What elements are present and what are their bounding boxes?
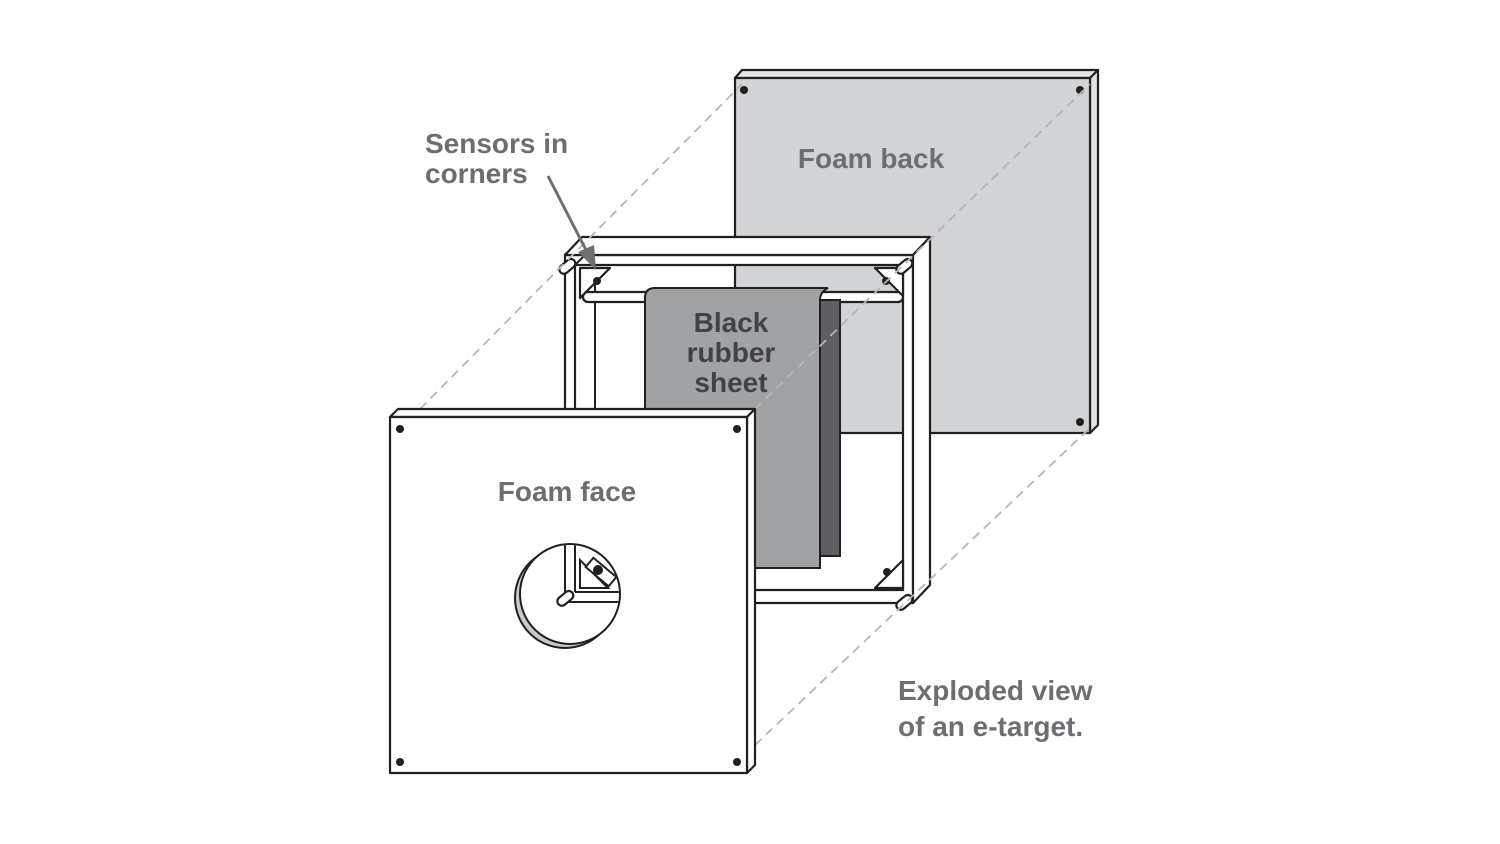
projection-lines (419, 83, 1091, 746)
foam-face-panel: Foam face (388, 407, 757, 775)
screw-icon (396, 425, 741, 766)
arrow-icon (546, 175, 596, 270)
magnified-corner-detail (514, 543, 621, 649)
rubber-label-2: rubber (687, 337, 776, 368)
caption-line-1: Exploded view (898, 675, 1093, 706)
caption-line-2: of an e-target. (898, 711, 1083, 742)
sensors-label-1: Sensors in (425, 128, 568, 159)
foam-back-label: Foam back (798, 143, 945, 174)
sensors-label-2: corners (425, 158, 528, 189)
rubber-label-1: Black (694, 307, 769, 338)
foam-face-label: Foam face (498, 476, 637, 507)
rubber-label-3: sheet (694, 367, 767, 398)
peg-icon (558, 257, 914, 611)
